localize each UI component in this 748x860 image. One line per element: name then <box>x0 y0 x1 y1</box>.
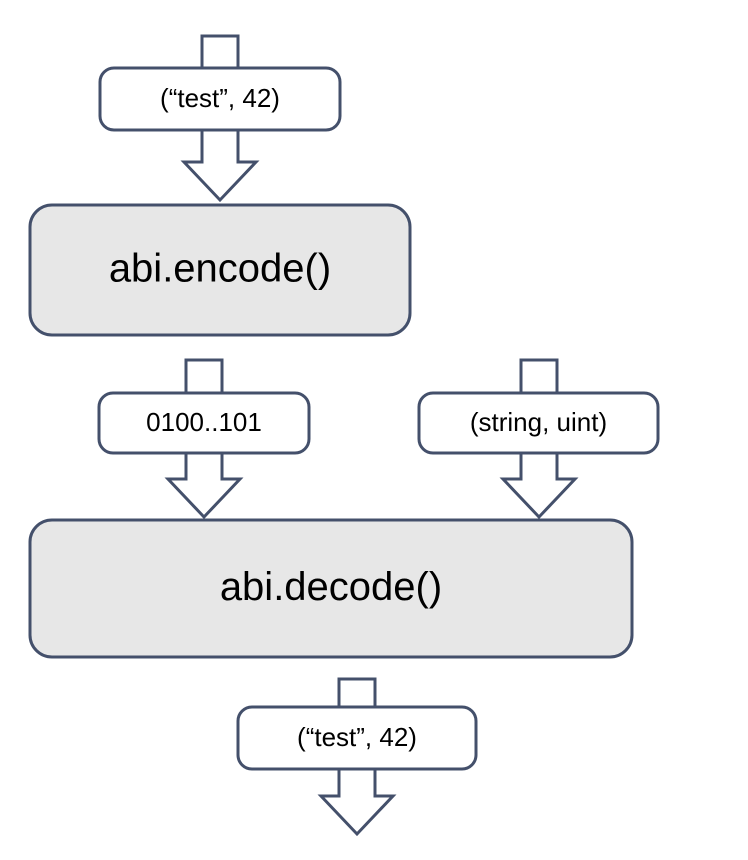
arrow-icon <box>317 767 397 837</box>
arrow-icon <box>499 451 579 520</box>
connector-stem <box>200 34 240 70</box>
node-shape-type-tuple <box>417 391 660 455</box>
node-label-input-tuple: (“test”, 42) <box>160 83 280 113</box>
node-abi-encode[interactable]: abi.encode() <box>28 203 412 337</box>
arrow-icon <box>180 128 260 203</box>
connector-stem <box>184 358 224 395</box>
node-shape-input-tuple <box>98 66 342 132</box>
node-abi-decode[interactable]: abi.decode() <box>28 518 634 659</box>
node-label-output-tuple: (“test”, 42) <box>297 722 417 752</box>
node-shape-output-tuple <box>236 705 478 771</box>
node-layer: (“test”, 42) abi.encode() 0100..101 (string… <box>28 66 660 771</box>
connector-layer <box>164 34 579 837</box>
connector-stem <box>337 677 377 709</box>
node-encoded-bytes[interactable]: 0100..101 <box>97 391 311 455</box>
node-input-tuple[interactable]: (“test”, 42) <box>98 66 342 132</box>
node-shape-abi-encode <box>28 203 412 337</box>
node-shape-encoded-bytes <box>97 391 311 455</box>
node-label-abi-encode: abi.encode() <box>109 247 331 291</box>
connector-stem <box>519 358 559 395</box>
node-type-tuple[interactable]: (string, uint) <box>417 391 660 455</box>
node-label-type-tuple: (string, uint) <box>470 407 607 437</box>
node-shape-abi-decode <box>28 518 634 659</box>
node-output-tuple[interactable]: (“test”, 42) <box>236 705 478 771</box>
arrow-icon <box>164 451 244 520</box>
node-label-abi-decode: abi.decode() <box>220 565 442 609</box>
node-label-encoded-bytes: 0100..101 <box>146 407 262 437</box>
